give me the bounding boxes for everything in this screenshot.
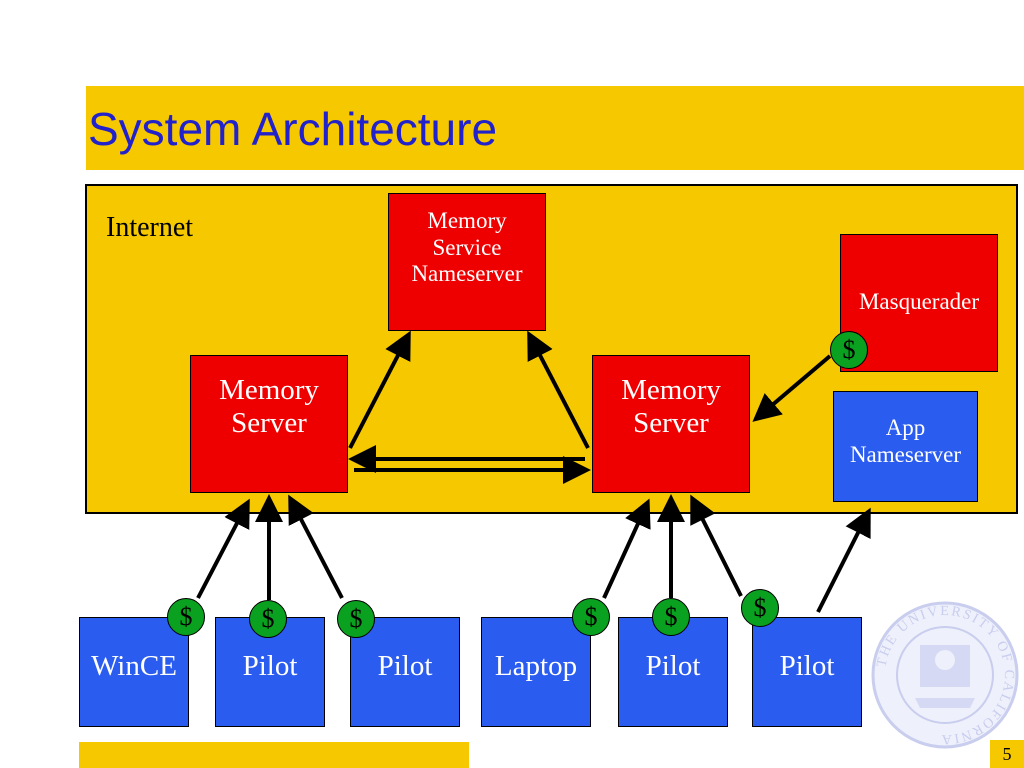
arrow-pilot2-to-memleft [288,494,344,599]
mem-left-line-1: Memory [219,373,319,406]
arrow-pilot4-to-appns [816,507,871,613]
msns-line-3: Nameserver [411,261,523,287]
dollar-coin-pilot-3: $ [652,598,690,636]
dollar-coin-pilot-2: $ [337,600,375,638]
memory-service-nameserver-node: Memory Service Nameserver [388,193,546,331]
arrow-wince-to-memleft [196,498,250,599]
app-ns-line-2: Nameserver [849,441,962,467]
arrow-masq-to-memright [752,354,832,422]
client-pilot-2: Pilot [350,617,460,727]
dollar-coin-laptop: $ [572,598,610,636]
footer-bar [79,742,469,768]
slide-title: System Architecture [88,103,498,155]
client-pilot-2-label: Pilot [377,650,433,683]
dollar-coin-pilot-1: $ [249,600,287,638]
dollar-coin-wince: $ [167,598,205,636]
msns-line-2: Service [432,234,502,260]
masquerader-label: Masquerader [858,288,980,314]
client-pilot-1: Pilot [215,617,325,727]
arrow-pilot4-to-memright [690,494,743,597]
client-wince: WinCE [79,617,189,727]
page-number: 5 [990,740,1024,768]
mem-right-line-2: Server [633,407,709,439]
dollar-coin-masquerader: $ [830,331,868,369]
client-laptop: Laptop [481,617,591,727]
client-pilot-4: Pilot [752,617,862,727]
app-ns-line-1: App [885,415,926,441]
mem-right-line-1: Memory [621,373,721,406]
university-seal-icon: THE UNIVERSITY OF CALIFORNIA [871,601,1019,749]
msns-line-1: Memory [427,208,507,234]
client-pilot-3-label: Pilot [645,650,701,683]
mem-left-line-2: Server [231,407,307,439]
client-wince-label: WinCE [91,650,177,683]
dollar-coin-pilot-4: $ [741,589,779,627]
title-band [86,86,1024,170]
client-laptop-label: Laptop [494,650,578,683]
arrow-laptop-to-memright [602,498,651,599]
client-pilot-4-label: Pilot [779,650,835,683]
arrow-memright-to-msns [527,330,590,449]
app-nameserver-node: App Nameserver [833,391,978,502]
client-pilot-1-label: Pilot [242,650,298,683]
memory-server-right-node: Memory Server [592,355,750,493]
internet-label: Internet [106,212,194,243]
arrow-memleft-to-msns [348,330,411,449]
memory-server-left-node: Memory Server [190,355,348,493]
